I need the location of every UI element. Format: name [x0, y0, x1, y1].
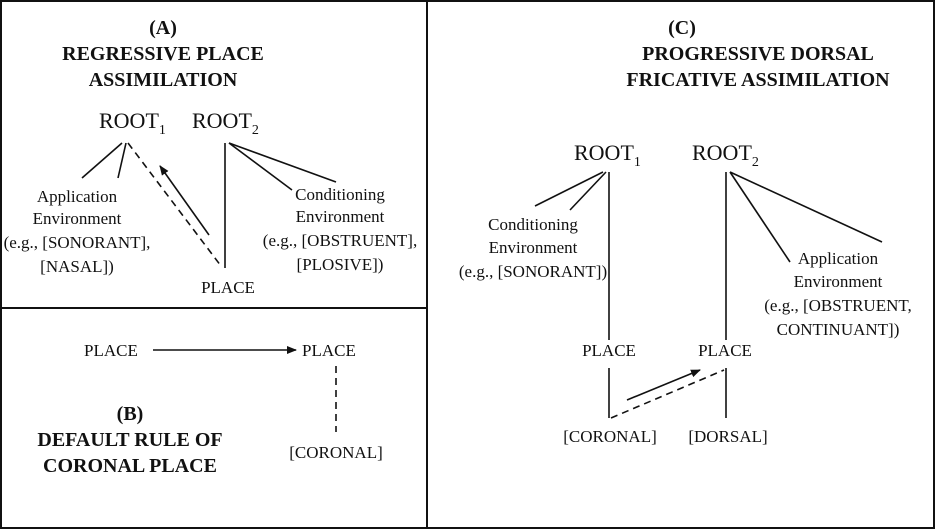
panel-b-letter: (B) — [117, 403, 144, 425]
panel-a-edge-root1-application-left — [81, 142, 123, 179]
panel-c-edge-root2-application-left — [729, 171, 791, 263]
panel-a-conditioning-line2: Environment — [296, 207, 385, 226]
panel-c-dashed-link — [610, 369, 725, 419]
panel-c-place-left: PLACE — [582, 341, 636, 360]
panel-a-root1: ROOT1 — [99, 108, 166, 138]
panel-c-application-line2: Environment — [794, 272, 883, 291]
panel-b-coronal: [CORONAL] — [289, 443, 383, 462]
panel-a-edge-root2-conditioning-right — [228, 142, 337, 183]
panel-c-edge-root1-conditioning-right — [569, 171, 607, 211]
panel-a-root2: ROOT2 — [192, 108, 259, 138]
panel-c-letter: (C) — [668, 17, 696, 39]
panel-c-edge-root1-conditioning-left — [534, 171, 604, 207]
panel-b-place-left: PLACE — [84, 341, 138, 360]
panel-a-application-line3: (e.g., [SONORANT], — [4, 233, 151, 252]
panel-a-title-line2: ASSIMILATION — [89, 69, 238, 91]
panel-a-application-line2: Environment — [33, 209, 122, 228]
panel-a-edge-root2-conditioning-left — [228, 142, 293, 191]
panel-c-place-right: PLACE — [698, 341, 752, 360]
panel-b-title-line2: CORONAL PLACE — [43, 455, 217, 477]
panel-a: (A) REGRESSIVE PLACE ASSIMILATION ROOT1 … — [4, 17, 418, 297]
panel-a-conditioning-line4: [PLOSIVE]) — [297, 255, 384, 274]
panel-c-application-line4: CONTINUANT]) — [777, 320, 900, 339]
panel-c-edge-root2-application-right — [729, 171, 883, 243]
panel-c-spread-arrow — [626, 369, 701, 401]
panel-a-application-line1: Application — [37, 187, 118, 206]
panel-c-conditioning-line2: Environment — [489, 238, 578, 257]
panel-c-root2: ROOT2 — [692, 140, 759, 170]
panel-c: (C) PROGRESSIVE DORSAL FRICATIVE ASSIMIL… — [459, 17, 912, 446]
panel-c-application-line1: Application — [798, 249, 879, 268]
panel-a-conditioning-line3: (e.g., [OBSTRUENT], — [263, 231, 417, 250]
panel-c-root1: ROOT1 — [574, 140, 641, 170]
panel-a-spread-arrow — [159, 165, 210, 236]
panel-a-edge-root1-application-right — [117, 142, 127, 179]
panel-a-conditioning-line1: Conditioning — [295, 185, 385, 204]
panel-a-dashed-delink — [127, 142, 222, 267]
panel-c-conditioning-line3: (e.g., [SONORANT]) — [459, 262, 607, 281]
panel-c-coronal: [CORONAL] — [563, 427, 657, 446]
panel-a-place: PLACE — [201, 278, 255, 297]
panel-a-title-line1: REGRESSIVE PLACE — [62, 43, 264, 65]
panel-c-application-line3: (e.g., [OBSTRUENT, — [764, 296, 911, 315]
panel-b: PLACE PLACE [CORONAL] (B) DEFAULT RULE O… — [37, 341, 382, 477]
panel-c-title-line2: FRICATIVE ASSIMILATION — [626, 69, 890, 91]
panel-a-letter: (A) — [149, 17, 177, 39]
panel-a-application-line4: [NASAL]) — [40, 257, 114, 276]
panel-b-place-right: PLACE — [302, 341, 356, 360]
panel-c-conditioning-line1: Conditioning — [488, 215, 578, 234]
panel-b-title-line1: DEFAULT RULE OF — [37, 429, 222, 451]
panel-c-dorsal: [DORSAL] — [688, 427, 767, 446]
panel-c-title-line1: PROGRESSIVE DORSAL — [642, 43, 874, 65]
